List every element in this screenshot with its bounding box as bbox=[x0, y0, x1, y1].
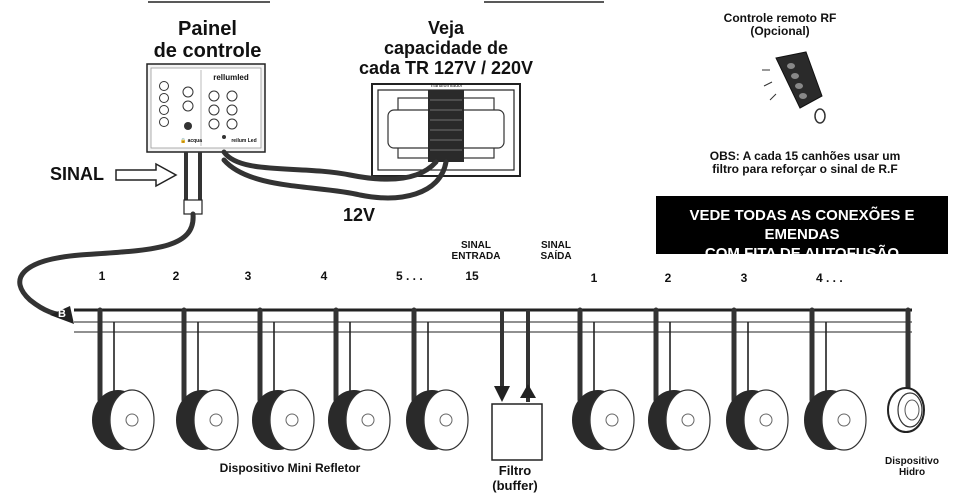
mini-reflector-devices-right bbox=[572, 307, 867, 451]
device-number-3: 3 bbox=[244, 269, 252, 283]
panel-footer-right: reilum Led bbox=[231, 138, 257, 144]
voltage-label: 12V bbox=[342, 205, 376, 225]
device-number-15: 15 bbox=[465, 269, 479, 283]
rf-note: OBS: A cada 15 canhões usar um filtro pa… bbox=[709, 149, 901, 177]
signal-arrow bbox=[115, 162, 178, 188]
signal-label: SINAL bbox=[50, 164, 104, 184]
signal-out-label: SINAL SAÍDA bbox=[540, 240, 572, 263]
signal-in-label: SINAL ENTRADA bbox=[451, 240, 501, 263]
device-number-right-1: 1 bbox=[590, 271, 598, 285]
device-number-right-4: 4 . . . bbox=[816, 271, 843, 285]
transformer bbox=[371, 83, 521, 177]
mini-reflector-devices bbox=[92, 307, 469, 451]
device-number-right-3: 3 bbox=[740, 271, 748, 285]
control-panel bbox=[146, 63, 266, 153]
mini-reflector-caption: Dispositivo Mini Refletor bbox=[219, 461, 361, 475]
device-number-right-2: 2 bbox=[664, 271, 672, 285]
bus-cables bbox=[74, 308, 912, 333]
panel-footer-left: 🔒 acqua bbox=[179, 138, 203, 144]
transformer-caption: Veja capacidade de cada TR 127V / 220V bbox=[358, 18, 534, 79]
device-number-1: 1 bbox=[98, 269, 106, 283]
sealing-warning-banner: VEDE TODAS AS CONEXÕES E EMENDAS COM FIT… bbox=[656, 196, 948, 262]
remote-title: Controle remoto RF (Opcional) bbox=[723, 11, 837, 39]
transformer-plate: Transformador bbox=[429, 83, 463, 89]
device-number-4: 4 bbox=[320, 269, 328, 283]
device-number-2: 2 bbox=[172, 269, 180, 283]
remote-control bbox=[762, 51, 826, 124]
device-number-5: 5 . . . bbox=[396, 269, 423, 283]
panel-brand: rellumled bbox=[213, 73, 249, 82]
hidro-caption: Dispositivo Hidro bbox=[885, 456, 939, 479]
hidro-device bbox=[887, 307, 925, 433]
panel-cables bbox=[17, 149, 449, 318]
filter-buffer bbox=[491, 310, 543, 461]
junction-letter: B bbox=[58, 308, 66, 320]
filter-caption: Filtro (buffer) bbox=[492, 463, 538, 493]
junction-b bbox=[50, 306, 74, 324]
panel-title: Painel de controle bbox=[153, 18, 262, 63]
